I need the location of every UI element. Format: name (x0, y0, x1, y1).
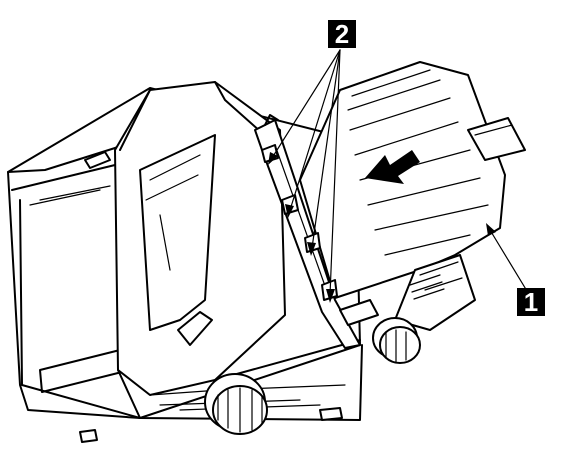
callout-1-label: 1 (524, 287, 538, 317)
mounting-pins (261, 144, 379, 326)
callout-2-label: 2 (335, 19, 349, 49)
rear-frame (254, 114, 361, 349)
callout-1-leader (486, 223, 531, 297)
callout-1-badge: 1 (517, 287, 545, 317)
bold-arrow-icon (365, 150, 420, 184)
callout-2-leaders (268, 49, 341, 303)
platen-knob (204, 373, 268, 435)
tractor-knob (372, 317, 421, 364)
callout-2-badge: 2 (328, 19, 356, 49)
